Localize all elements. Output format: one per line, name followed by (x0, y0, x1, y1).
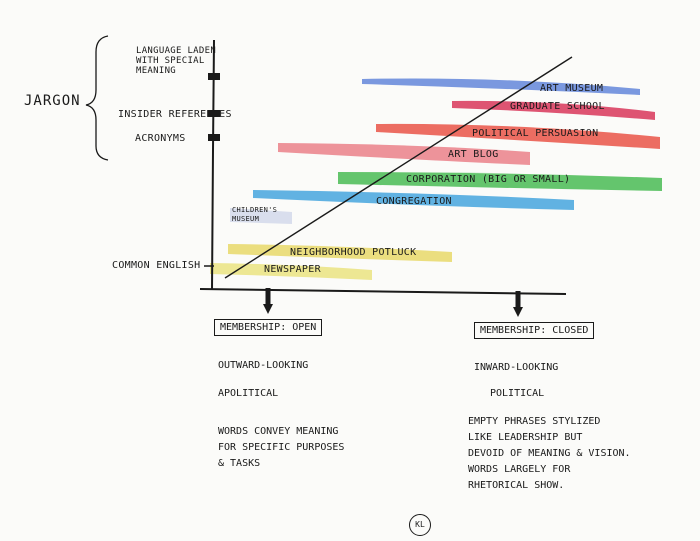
membership-closed-box: Membership: Closed (474, 322, 595, 339)
closed-inward-looking: Inward-Looking (474, 362, 559, 373)
band-label-congregation: Congregation (376, 196, 452, 207)
band-label-corporation: Corporation (Big or Small) (406, 174, 571, 185)
closed-note-line: Empty phrases stylized (468, 416, 601, 427)
band-label-newspaper: Newspaper (264, 264, 321, 275)
band-art-blog (278, 143, 530, 165)
band-art-museum (362, 78, 640, 95)
open-note: Words convey meaning for specific purpos… (218, 424, 344, 472)
jargon-brace (85, 35, 109, 161)
band-graduate-school (452, 100, 655, 120)
closed-note-line: devoid of meaning & vision. (468, 448, 631, 459)
band-label-political-persuasion: Political Persuasion (472, 128, 599, 139)
band-label-childrens-museum: Children's Museum (232, 206, 278, 223)
y-label-insider-references: Insider References (118, 109, 232, 120)
closed-note-line: Words largely for (468, 464, 571, 475)
tick-insider-references (208, 110, 220, 117)
closed-political: Political (490, 388, 545, 399)
band-label-graduate-school: Graduate School (510, 101, 605, 112)
membership-open-box: Membership: Open (214, 319, 323, 336)
open-outward-looking: Outward-Looking (218, 360, 309, 371)
author-signature: KL (409, 514, 431, 536)
arrow-open (263, 288, 273, 314)
band-label-art-blog: Art Blog (448, 149, 499, 160)
y-label-language-laden: Language laden with special meaning (136, 46, 217, 76)
tick-language-laden (208, 73, 220, 80)
closed-note: Empty phrases stylized like leadership b… (468, 414, 631, 494)
band-corporation (338, 172, 662, 191)
closed-note-line: like leadership but (468, 432, 583, 443)
band-label-neighborhood-potluck: Neighborhood Potluck (290, 247, 417, 258)
tick-acronyms (208, 134, 220, 141)
diagonal-trend-line (224, 56, 573, 279)
band-congregation (253, 190, 574, 210)
band-political-persuasion (376, 123, 660, 149)
open-note-line: for specific purposes (218, 442, 345, 453)
band-label-art-museum: Art Museum (540, 83, 604, 94)
band-childrens-museum (230, 208, 292, 224)
arrow-closed (513, 291, 523, 317)
y-label-acronyms: Acronyms (135, 133, 186, 144)
x-axis (199, 288, 567, 295)
open-note-line: Words convey meaning (218, 426, 339, 437)
closed-note-line: rhetorical show. (468, 480, 565, 491)
y-label-common-english: Common English (112, 260, 201, 271)
open-note-line: & tasks (218, 458, 261, 469)
jargon-label: Jargon (24, 93, 81, 109)
open-apolitical: Apolitical (218, 388, 279, 399)
band-newspaper (210, 263, 372, 280)
band-neighborhood-potluck (228, 244, 452, 262)
